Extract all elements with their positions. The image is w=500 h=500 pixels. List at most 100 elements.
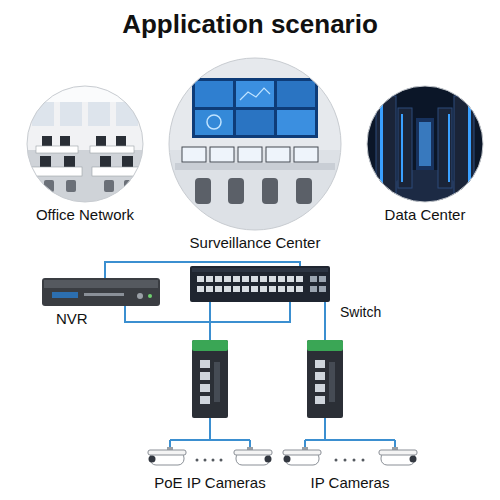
connectors bbox=[105, 262, 325, 436]
switch-ports bbox=[233, 276, 240, 282]
camera-icon bbox=[283, 447, 321, 465]
control-room-photo bbox=[195, 110, 233, 135]
switch-ports bbox=[251, 286, 258, 292]
control-room-photo bbox=[195, 178, 211, 204]
server-room-photo bbox=[454, 96, 474, 200]
industrial-switch-art bbox=[315, 396, 325, 404]
ellipsis-dots bbox=[344, 459, 347, 462]
switch-device-art bbox=[310, 286, 317, 292]
switch-ports bbox=[260, 286, 267, 292]
switch-device-art bbox=[190, 266, 330, 302]
office-photo bbox=[20, 80, 150, 102]
nvr-device-art bbox=[148, 294, 152, 298]
switch-ports bbox=[224, 286, 231, 292]
switch-ports bbox=[242, 276, 249, 282]
control-room-photo bbox=[170, 150, 340, 235]
switch-ports bbox=[197, 276, 204, 282]
server-room-photo bbox=[468, 104, 471, 192]
control-room-photo bbox=[195, 81, 233, 107]
control-room-photo bbox=[277, 81, 315, 107]
camera-icon bbox=[283, 450, 321, 455]
switch-ports bbox=[287, 276, 294, 282]
photo-circle: Data Center bbox=[362, 86, 488, 226]
switch-ports bbox=[296, 286, 303, 292]
office-photo bbox=[122, 156, 133, 167]
office-photo bbox=[96, 136, 106, 146]
industrial-switch-art bbox=[200, 360, 210, 368]
industrial-switch-art bbox=[192, 340, 228, 418]
camera-wiring bbox=[304, 440, 306, 447]
camera-wiring bbox=[169, 440, 171, 447]
office-photo bbox=[66, 180, 76, 192]
ellipsis-dots bbox=[212, 459, 215, 462]
photo-frame bbox=[27, 86, 143, 202]
industrial-switch-art bbox=[315, 372, 325, 380]
control-room-photo bbox=[240, 88, 270, 100]
industrial-switch-art bbox=[307, 340, 343, 418]
nvr-device: NVR bbox=[42, 278, 160, 306]
node-label: Data Center bbox=[385, 206, 466, 224]
industrial-switch-art bbox=[214, 362, 220, 402]
camera-group: IP Cameras bbox=[280, 436, 420, 494]
server-room-photo bbox=[360, 80, 490, 210]
ellipsis-dots bbox=[362, 459, 365, 462]
industrial-switch-art bbox=[315, 360, 325, 368]
office-photo bbox=[116, 136, 126, 146]
switch-ports bbox=[287, 286, 294, 292]
industrial-switch-art bbox=[315, 384, 325, 392]
control-room-photo bbox=[207, 115, 221, 129]
control-room-photo bbox=[236, 81, 274, 107]
office-photo bbox=[88, 102, 110, 126]
switch-ports bbox=[278, 276, 285, 282]
control-room-photo bbox=[182, 147, 206, 162]
control-room-photo bbox=[165, 55, 345, 150]
ellipsis-dots bbox=[196, 459, 199, 462]
office-photo bbox=[64, 156, 75, 167]
network-cable bbox=[105, 262, 300, 278]
switch-ports bbox=[242, 286, 249, 292]
switch-device-art bbox=[190, 266, 330, 302]
camera-icon bbox=[410, 456, 417, 463]
photo-frame bbox=[169, 58, 341, 230]
industrial-switch-art bbox=[192, 340, 228, 418]
switch-ports bbox=[269, 286, 276, 292]
office-photo bbox=[90, 146, 134, 153]
server-room-photo bbox=[419, 122, 431, 166]
switch-ports bbox=[269, 276, 276, 282]
control-room-photo bbox=[294, 147, 318, 162]
control-room-photo bbox=[277, 110, 315, 135]
office-photo bbox=[36, 146, 78, 153]
industrial-switch-art bbox=[200, 396, 210, 404]
industrial-switch-art bbox=[200, 372, 210, 380]
control-room-photo bbox=[175, 163, 335, 170]
node-label: PoE IP Cameras bbox=[154, 474, 265, 492]
ellipsis-dots bbox=[353, 459, 356, 462]
camera-wiring bbox=[305, 439, 395, 441]
office-photo bbox=[40, 156, 51, 167]
switch-ports bbox=[197, 286, 204, 292]
switch-ports bbox=[215, 276, 222, 282]
control-room-photo bbox=[236, 110, 274, 135]
server-room-photo bbox=[360, 80, 490, 210]
node-label: NVR bbox=[56, 310, 88, 328]
control-room-photo bbox=[228, 178, 244, 204]
office-photo bbox=[60, 102, 82, 126]
nvr-device-art bbox=[44, 280, 158, 288]
switch-ports bbox=[206, 276, 213, 282]
photo-frame bbox=[367, 86, 483, 202]
node-label: IP Cameras bbox=[311, 474, 390, 492]
switch-ports bbox=[224, 276, 231, 282]
switch-device-art bbox=[192, 268, 328, 272]
camera-wiring bbox=[170, 439, 250, 441]
switch-device-art bbox=[310, 276, 317, 282]
control-room-photo bbox=[238, 147, 262, 162]
switch-ports bbox=[233, 286, 240, 292]
network-cable bbox=[125, 302, 290, 322]
node-label: Surveillance Center bbox=[190, 234, 321, 252]
office-photo bbox=[100, 156, 111, 167]
camera-icon bbox=[265, 456, 272, 463]
industrial-switch-art bbox=[307, 340, 343, 418]
switch-ports bbox=[206, 286, 213, 292]
server-room-photo bbox=[376, 96, 396, 200]
